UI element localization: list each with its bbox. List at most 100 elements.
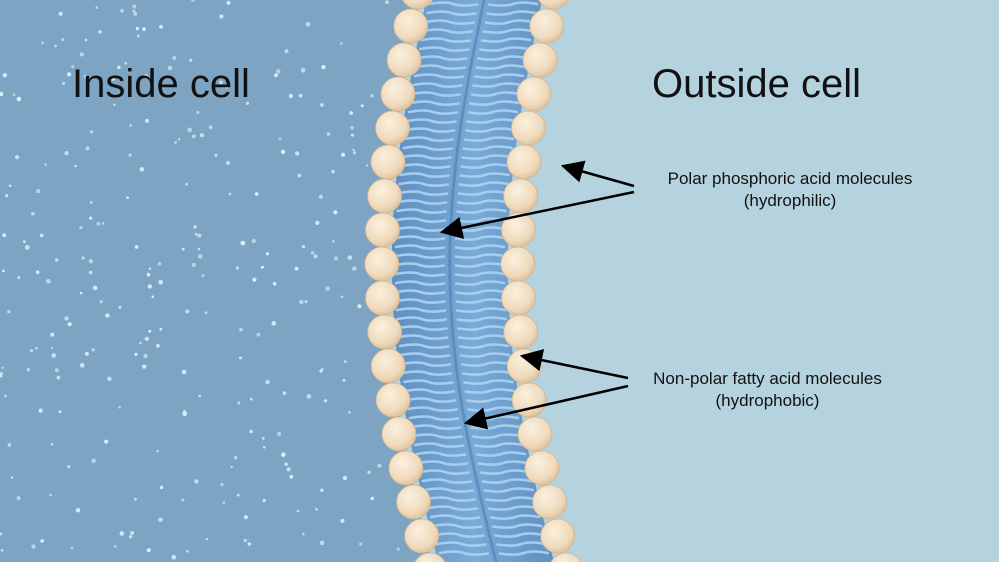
fatty-acid-tail: [472, 433, 523, 439]
particle: [96, 75, 101, 80]
fatty-acid-tail: [394, 262, 446, 268]
fatty-acid-tail: [426, 10, 477, 16]
fatty-acid-tail: [458, 181, 509, 187]
particle: [226, 0, 231, 5]
particle: [159, 485, 164, 490]
particle: [252, 277, 257, 282]
fatty-acid-tail: [454, 244, 506, 250]
fatty-acid-tail: [498, 550, 550, 556]
particle: [159, 24, 163, 29]
particle: [66, 72, 72, 77]
fatty-acid-tail: [477, 55, 528, 61]
particle: [2, 233, 7, 238]
particle: [230, 465, 233, 469]
particle: [151, 295, 155, 299]
particle: [148, 267, 152, 270]
particle: [107, 376, 112, 381]
outer-phosphate-head: [540, 518, 576, 554]
particle: [225, 86, 229, 89]
particle: [194, 479, 199, 484]
particle: [272, 281, 277, 286]
particle: [320, 368, 324, 371]
fatty-acid-tail: [409, 100, 460, 106]
fatty-acid-tail: [457, 334, 509, 340]
particle: [301, 244, 306, 249]
fatty-acid-tail: [424, 19, 475, 25]
particle: [237, 401, 241, 405]
particle: [284, 49, 289, 54]
particle: [143, 74, 149, 79]
particle: [191, 134, 196, 139]
fatty-acid-tail: [475, 64, 527, 70]
particle: [79, 225, 83, 230]
particle: [265, 252, 269, 256]
inner-phosphate-head: [370, 348, 406, 384]
particle: [305, 21, 311, 27]
particle: [194, 232, 198, 236]
particle: [132, 9, 136, 13]
particle: [89, 270, 93, 275]
fatty-acid-tail: [404, 388, 455, 394]
particle: [197, 247, 201, 251]
particle: [348, 411, 351, 414]
particle: [84, 351, 89, 356]
fatty-acid-tail: [398, 343, 450, 349]
particle: [239, 356, 242, 360]
particle: [119, 531, 125, 536]
fatty-acid-tail: [394, 244, 446, 250]
fatty-acid-tail: [479, 469, 531, 475]
particle: [250, 398, 253, 401]
fatty-acid-tail: [460, 361, 512, 367]
particle: [240, 240, 246, 246]
inner-phosphate-head: [370, 144, 406, 180]
fatty-acid-tail: [407, 109, 459, 115]
fatty-acid-tail: [394, 253, 446, 259]
particle: [54, 368, 59, 373]
outer-phosphate-head: [529, 8, 565, 44]
fatty-acid-tail: [394, 271, 446, 277]
outer-phosphate-heads: [500, 0, 582, 562]
particle: [36, 189, 41, 194]
fatty-acid-tail: [410, 91, 462, 97]
particle: [205, 538, 209, 541]
fatty-acid-tail: [413, 442, 465, 448]
particle: [182, 247, 185, 251]
fatty-acid-tail: [417, 55, 468, 61]
fatty-acid-tail: [429, 514, 481, 520]
inner-phosphate-head: [380, 76, 416, 112]
particle: [295, 151, 300, 156]
particle: [325, 286, 331, 291]
particle: [318, 194, 323, 199]
particle: [181, 498, 185, 502]
inner-phosphate-head: [367, 178, 403, 214]
particle: [370, 94, 374, 98]
fatty-acid-tail: [399, 352, 451, 358]
particle: [342, 475, 348, 481]
particle: [261, 437, 265, 440]
nonpolar-tails-callout: Non-polar fatty acid molecules (hydropho…: [630, 368, 905, 412]
particle: [251, 238, 256, 244]
particle: [54, 258, 59, 262]
particle: [177, 138, 181, 141]
particle: [15, 155, 20, 160]
fatty-acid-tail: [461, 370, 513, 376]
particle: [130, 531, 135, 535]
particle: [228, 192, 232, 196]
fatty-acid-tail: [425, 496, 477, 502]
particle: [299, 299, 304, 305]
particle: [146, 548, 151, 553]
particle: [239, 327, 243, 332]
particle: [126, 196, 129, 199]
particle: [243, 538, 247, 543]
particle: [265, 379, 270, 385]
particle: [185, 182, 188, 186]
particle: [144, 336, 149, 341]
particle: [300, 68, 306, 73]
particle: [89, 216, 93, 220]
particle: [286, 467, 291, 472]
particle: [235, 266, 240, 270]
particle: [44, 163, 47, 166]
particle: [26, 367, 31, 372]
fatty-acid-tail: [459, 172, 510, 178]
